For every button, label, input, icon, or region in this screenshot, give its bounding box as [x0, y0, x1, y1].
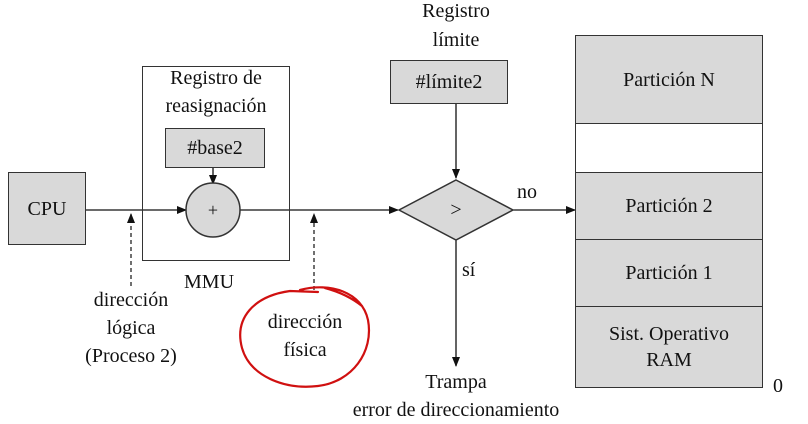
handdrawn-annotation-circle [239, 286, 371, 388]
limit-register-title-line1: Registro [422, 0, 490, 22]
adder-symbol: + [207, 200, 219, 220]
adder-circle [185, 182, 241, 238]
relocation-register-title-line1: Registro de [170, 67, 262, 89]
trap-line1: Trampa [425, 371, 487, 393]
base-register-box [165, 128, 265, 168]
partition-2: Partición 2 [575, 172, 763, 240]
limit-register-box [390, 60, 508, 104]
partition-2-label: Partición 2 [625, 195, 713, 217]
physical-address-line1: dirección [267, 311, 343, 333]
base-register-value: #base2 [187, 137, 243, 159]
cpu-label: CPU [27, 198, 67, 220]
partition-1-label: Partición 1 [625, 262, 713, 284]
logical-address-line1: dirección [93, 289, 169, 311]
relocation-register-title-line2: reasignación [165, 95, 267, 117]
comparator-yes-label: sí [462, 259, 476, 281]
os-label-line2: RAM [646, 349, 692, 371]
partition-1: Partición 1 [575, 239, 763, 307]
comparator-diamond [397, 179, 515, 241]
physical-address-line2: física [283, 339, 327, 361]
mmu-label: MMU [184, 271, 235, 293]
logical-address-line3: (Proceso 2) [85, 345, 177, 367]
partition-n-label: Partición N [623, 68, 715, 91]
partition-n: Partición N [575, 35, 763, 124]
os-label-line1: Sist. Operativo [609, 323, 729, 345]
partition-os: Sist. Operativo RAM [575, 306, 763, 388]
logical-address-line2: lógica [106, 317, 156, 339]
limit-register-value: #límite2 [415, 71, 483, 93]
cpu-box [8, 172, 86, 245]
trap-line2: error de direccionamiento [352, 399, 560, 421]
partition-gap [575, 123, 763, 173]
comparator-symbol: > [450, 199, 462, 221]
mmu-box [142, 66, 290, 261]
comparator-no-label: no [517, 181, 537, 203]
limit-register-title-line2: límite [432, 29, 480, 51]
memory-bottom-address: 0 [773, 375, 783, 397]
